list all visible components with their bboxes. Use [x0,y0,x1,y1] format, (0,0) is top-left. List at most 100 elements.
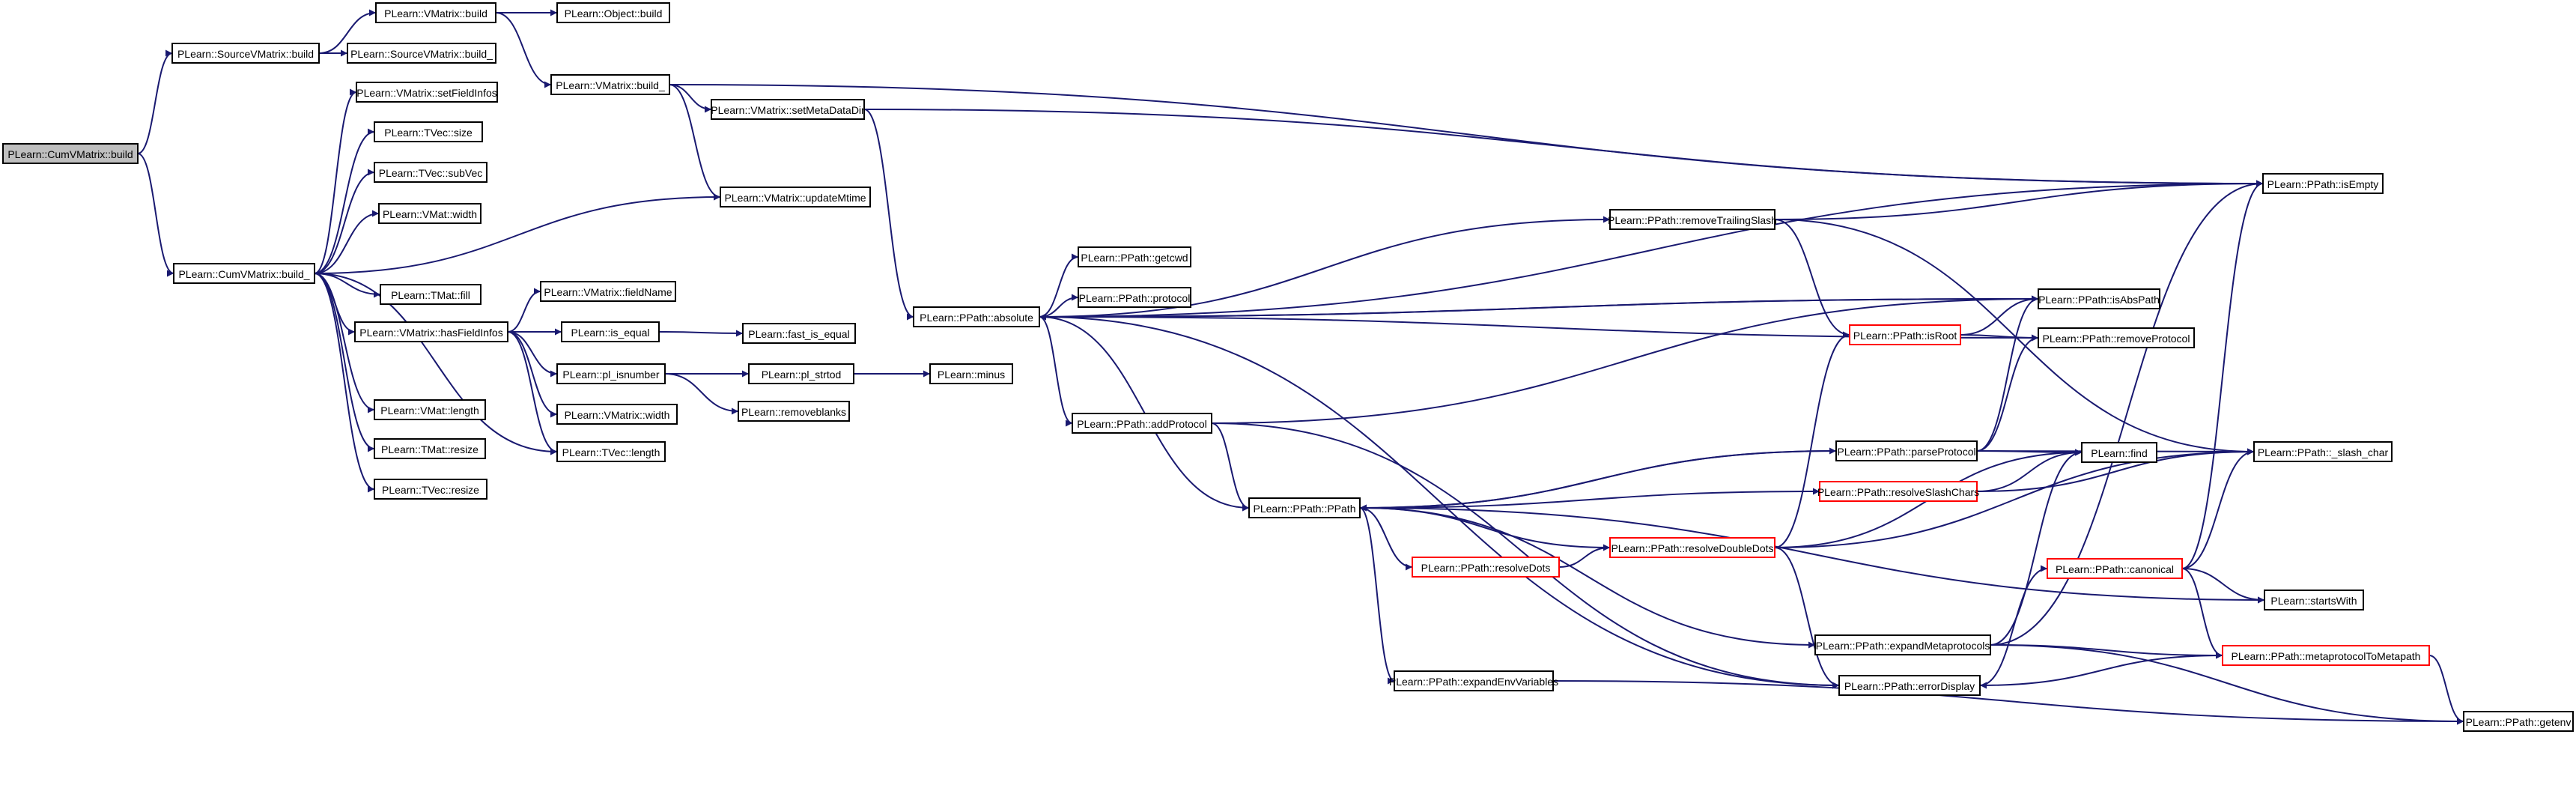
node-box [356,82,498,103]
graph-node[interactable]: PLearn::fast_is_equal [742,323,856,344]
graph-node[interactable]: PLearn::SourceVMatrix::build_ [347,43,496,64]
graph-node[interactable]: PLearn::TVec::resize [374,479,487,500]
edge-n28-n35 [1039,216,1611,318]
graph-node[interactable]: PLearn::VMatrix::build_ [550,74,670,95]
graph-node[interactable]: PLearn::PPath::absolute [913,306,1040,327]
edge-n40-n42 [1990,180,2264,646]
graph-node[interactable]: PLearn::PPath::PPath [1248,497,1361,518]
node-box [2463,711,2574,732]
node-box [540,281,676,302]
node-label: PLearn::pl_isnumber [562,369,660,381]
node-box [374,162,487,183]
edge-n1-n13 [137,153,174,277]
graph-node[interactable]: PLearn::pl_isnumber [556,363,666,384]
graph-node[interactable]: PLearn::PPath::isEmpty [2262,173,2384,194]
node-label: PLearn::SourceVMatrix::build_ [350,48,493,60]
graph-node[interactable]: PLearn::PPath::canonical [2047,558,2183,579]
graph-node[interactable]: PLearn::PPath::_slash_char [2253,441,2393,462]
graph-node[interactable]: PLearn::VMat::length [374,399,486,420]
graph-node[interactable]: PLearn::TMat::fill [380,284,482,305]
edges-layer [137,9,2464,725]
edge-n16-n15 [507,288,541,333]
edge-n46-n47 [2181,448,2255,569]
edge-n46-n49 [2181,568,2223,659]
graph-node[interactable]: PLearn::PPath::metaprotocolToMetapath [2222,645,2430,666]
graph-node[interactable]: PLearn::pl_strtod [748,363,854,384]
node-label: PLearn::pl_strtod [762,369,842,381]
graph-node[interactable]: PLearn::startsWith [2264,590,2364,610]
graph-node[interactable]: PLearn::CumVMatrix::build_ [173,263,315,284]
edge-n32-n33 [1359,507,1413,571]
edge-n41-n46 [1979,565,2048,686]
graph-node[interactable]: PLearn::VMatrix::setMetaDataDir [711,99,865,120]
edge-n31-n43 [1211,295,2039,424]
node-label: PLearn::VMatrix::build_ [556,79,665,91]
node-label: PLearn::minus [938,369,1005,381]
graph-node[interactable]: PLearn::PPath::resolveDoubleDots [1609,537,1775,558]
node-box [1819,481,1978,502]
node-box [711,99,865,120]
graph-node[interactable]: PLearn::find [2081,442,2157,463]
graph-node[interactable]: PLearn::PPath::isRoot [1849,324,1961,345]
node-label: PLearn::TVec::resize [382,484,479,496]
graph-node[interactable]: PLearn::CumVMatrix::build [2,143,139,164]
graph-node[interactable]: PLearn::PPath::getenv [2463,711,2574,732]
graph-node[interactable]: PLearn::PPath::parseProtocol [1835,440,1978,461]
graph-node[interactable]: PLearn::TVec::subVec [374,162,487,183]
graph-node[interactable]: PLearn::TVec::length [556,441,666,462]
node-box [1609,209,1775,230]
edge-n28-n31 [1039,316,1073,427]
edge-n28-n32 [1039,316,1250,512]
graph-node[interactable]: PLearn::VMat::width [378,203,482,224]
node-label: PLearn::PPath::expandEnvVariables [1389,676,1558,688]
edge-n37-n32 [1359,450,1837,512]
node-label: PLearn::PPath::metaprotocolToMetapath [2232,650,2421,662]
graph-node[interactable]: PLearn::PPath::getcwd [1078,246,1191,267]
node-box [2038,288,2160,309]
graph-node[interactable]: PLearn::minus [929,363,1013,384]
node-box [550,74,670,95]
edge-n40-n49 [1990,644,2223,659]
graph-node[interactable]: PLearn::PPath::addProtocol [1072,413,1212,434]
node-box [380,284,482,305]
graph-node[interactable]: PLearn::TVec::size [374,121,483,142]
graph-node[interactable]: PLearn::VMatrix::setFieldInfos [356,82,498,103]
graph-node[interactable]: PLearn::VMatrix::fieldName [540,281,676,302]
node-label: PLearn::find [2091,447,2148,459]
node-box [1072,413,1212,434]
edge-n32-n34 [1359,507,1395,685]
graph-node[interactable]: PLearn::PPath::protocol [1078,287,1191,308]
graph-node[interactable]: PLearn::PPath::resolveDots [1412,557,1560,578]
graph-node[interactable]: PLearn::VMatrix::updateMtime [720,187,871,207]
graph-node[interactable]: PLearn::VMatrix::build [375,2,496,23]
graph-node[interactable]: PLearn::PPath::errorDisplay [1838,675,1981,696]
graph-node[interactable]: PLearn::Object::build [556,2,670,23]
graph-node[interactable]: PLearn::PPath::expandMetaprotocols [1814,634,1991,655]
edge-n3-n6 [495,12,552,88]
graph-node[interactable]: PLearn::PPath::isAbsPath [2038,288,2160,309]
graph-node[interactable]: PLearn::PPath::resolveSlashChars [1817,481,1979,502]
graph-node[interactable]: PLearn::is_equal [561,321,660,342]
node-box [556,441,666,462]
node-label: PLearn::PPath::removeProtocol [2043,333,2190,345]
node-box [929,363,1013,384]
edge-n32-n38 [1359,488,1820,509]
graph-node[interactable]: PLearn::TMat::resize [374,438,486,459]
node-box [374,121,483,142]
node-box [556,404,678,425]
node-box [1835,440,1978,461]
node-label: PLearn::VMatrix::setFieldInfos [356,87,497,99]
edge-n49-n41 [1979,655,2223,689]
edge-n13-n25 [314,273,558,455]
graph-node[interactable]: PLearn::removeblanks [738,401,850,422]
graph-node[interactable]: PLearn::PPath::expandEnvVariables [1389,670,1558,691]
graph-node[interactable]: PLearn::VMatrix::width [556,404,678,425]
node-label: PLearn::PPath::_slash_char [2258,446,2389,458]
graph-node[interactable]: PLearn::PPath::removeTrailingSlash [1608,209,1777,230]
edge-n37-n43 [1976,295,2039,452]
graph-node[interactable]: PLearn::SourceVMatrix::build [171,43,320,64]
graph-node[interactable]: PLearn::PPath::removeProtocol [2038,327,2195,348]
node-box [748,363,854,384]
node-label: PLearn::VMatrix::updateMtime [724,192,866,204]
graph-node[interactable]: PLearn::VMatrix::hasFieldInfos [354,321,508,342]
